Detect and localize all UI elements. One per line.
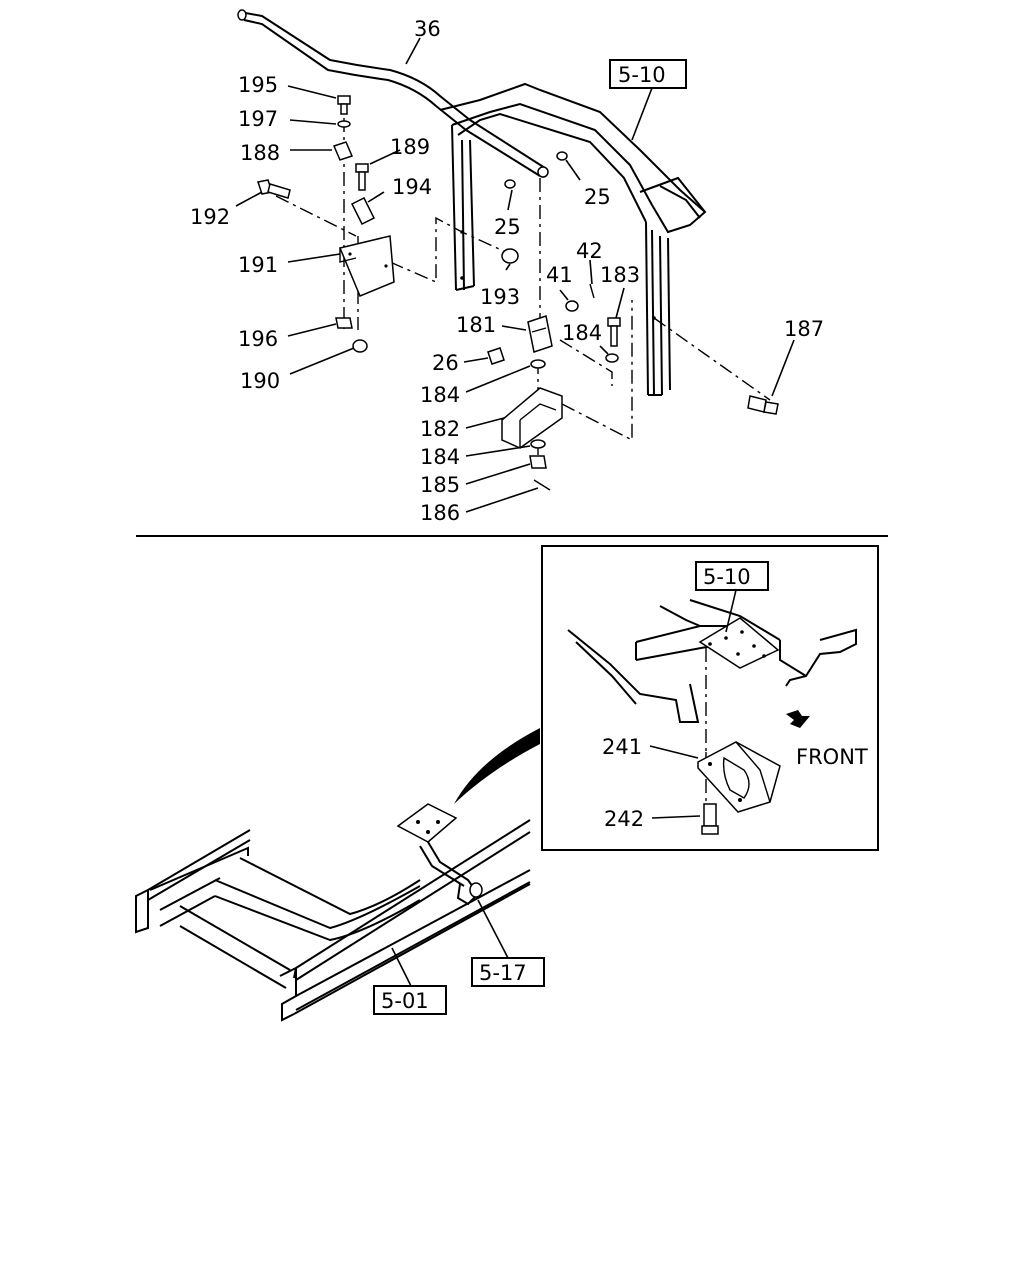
callout-184b: 184 <box>420 383 460 407</box>
callout-182: 182 <box>420 417 460 441</box>
callout-42: 42 <box>576 239 603 263</box>
inset-pointer-arc <box>454 728 540 804</box>
washer-197 <box>337 120 351 128</box>
bolt-192 <box>257 179 291 199</box>
ref-box-5-10-inset: 5-10 <box>695 561 769 591</box>
nut-190 <box>352 339 368 353</box>
leader-5-17 <box>477 899 509 959</box>
callout-25b: 25 <box>584 185 611 209</box>
bracket-182 <box>501 387 563 449</box>
callout-192: 192 <box>190 205 230 229</box>
callout-196: 196 <box>238 327 278 351</box>
callout-183: 183 <box>600 263 640 287</box>
callouts-top: 36 195 197 188 189 194 192 191 196 190 1… <box>190 17 824 525</box>
callout-41: 41 <box>546 263 573 287</box>
callout-190: 190 <box>240 369 280 393</box>
svg-text:5-10: 5-10 <box>618 63 666 87</box>
callout-193: 193 <box>480 285 520 309</box>
ref-box-5-17: 5-17 <box>471 957 545 987</box>
svg-text:5-10: 5-10 <box>703 565 751 589</box>
pin-26 <box>487 347 505 365</box>
washer-25a <box>504 179 516 189</box>
callout-189: 189 <box>390 135 430 159</box>
callout-195: 195 <box>238 73 278 97</box>
bolt-183 <box>607 317 621 347</box>
clevis-181 <box>527 315 553 353</box>
stay-rod-36 <box>237 9 549 178</box>
washer-184-mid <box>530 359 546 369</box>
callout-197: 197 <box>238 107 278 131</box>
clip-188 <box>332 141 354 161</box>
callout-188: 188 <box>240 141 280 165</box>
bolt-187 <box>747 395 779 415</box>
bracket-191 <box>338 235 395 297</box>
callout-241: 241 <box>602 735 642 759</box>
ref-box-5-01: 5-01 <box>373 985 447 1015</box>
svg-text:5-17: 5-17 <box>479 961 527 985</box>
nut-193 <box>501 248 519 264</box>
detail-inset: FRONT 241 242 5-10 <box>541 545 879 851</box>
callout-184a: 184 <box>562 321 602 345</box>
bolt-195 <box>337 95 351 115</box>
callout-242: 242 <box>604 807 644 831</box>
callout-191: 191 <box>238 253 278 277</box>
callout-184c: 184 <box>420 445 460 469</box>
callout-36: 36 <box>414 17 441 41</box>
callout-25a: 25 <box>494 215 521 239</box>
callout-194: 194 <box>392 175 432 199</box>
mount-bracket-5-17 <box>396 803 483 906</box>
callout-181: 181 <box>456 313 496 337</box>
washer-25b <box>556 151 568 161</box>
front-arrow-icon <box>786 710 810 728</box>
callout-26: 26 <box>432 351 459 375</box>
bolt-189 <box>355 163 369 191</box>
callout-187: 187 <box>784 317 824 341</box>
washer-184-lower <box>530 439 546 449</box>
washer-184-upper <box>605 353 619 363</box>
washer-41 <box>565 300 579 312</box>
pin-42 <box>589 283 595 299</box>
leader-lines-top <box>235 37 795 513</box>
cab-frame-5-10 <box>439 82 707 396</box>
cotter-pin-186 <box>533 479 551 491</box>
front-label: FRONT <box>796 745 868 769</box>
leader-5-01 <box>391 947 413 989</box>
ref-box-5-10-top: 5-10 <box>609 59 687 89</box>
spacer-194 <box>350 196 376 226</box>
nut-196 <box>335 317 353 329</box>
chassis-frame-5-01 <box>135 819 531 1022</box>
callout-185: 185 <box>420 473 460 497</box>
callout-186: 186 <box>420 501 460 525</box>
nut-185 <box>529 455 547 469</box>
svg-text:5-01: 5-01 <box>381 989 429 1013</box>
